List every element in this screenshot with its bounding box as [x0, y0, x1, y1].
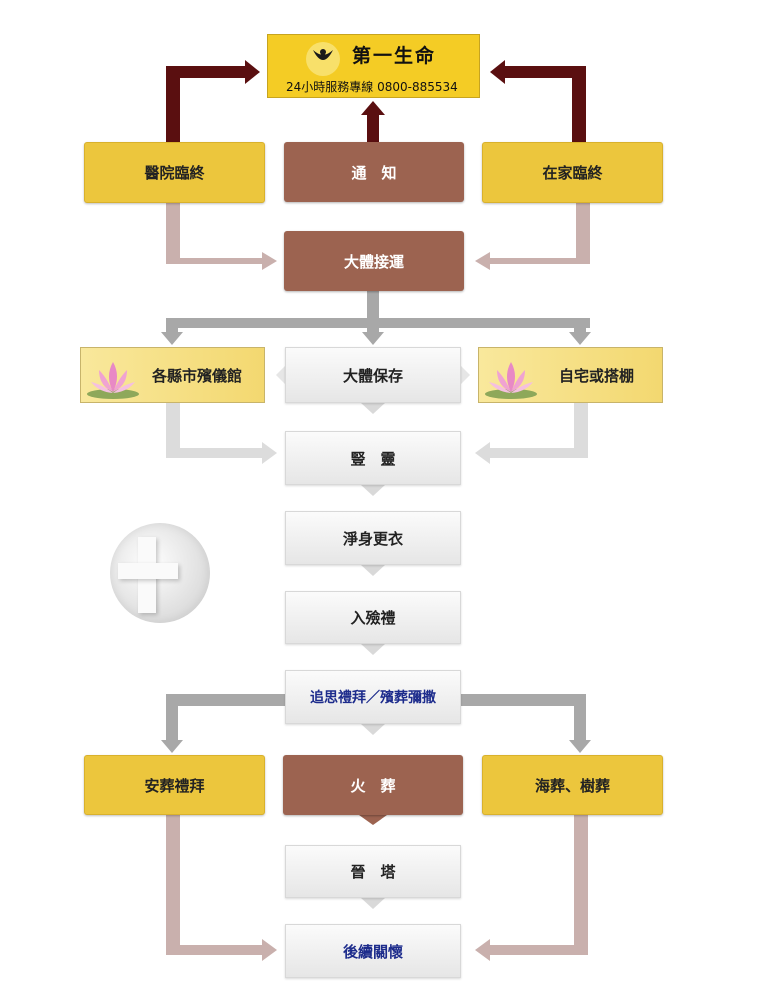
- arrow-to-home-tent: [569, 318, 591, 345]
- node-notify: 通 知: [284, 142, 464, 202]
- node-aftercare: 後續關懷: [285, 924, 461, 978]
- chevron-encoffin: [361, 644, 385, 655]
- arrow-burial-to-aftercare: [166, 815, 277, 961]
- brand-name: 第一生命: [352, 45, 437, 67]
- node-sea-tree: 海葬、樹葬: [482, 755, 663, 815]
- node-home: 在家臨終: [482, 142, 663, 203]
- first-life-logo-icon: [306, 42, 340, 76]
- chevron-spirit: [361, 485, 385, 496]
- chevron-columbarium: [361, 898, 385, 909]
- arrow-memorial-to-burial: [161, 694, 285, 753]
- arrow-hospital-to-transport: [166, 203, 277, 270]
- node-preserve: 大體保存: [285, 347, 461, 403]
- cross-icon: [110, 523, 210, 623]
- arrow-to-funeral-home: [161, 318, 183, 345]
- arrow-home-to-transport: [475, 203, 590, 270]
- arrow-funeral-home-to-spirit: [166, 403, 277, 464]
- lotus-icon: [485, 362, 537, 399]
- node-encoffin: 入殮禮: [285, 591, 461, 644]
- chevron-memorial: [361, 724, 385, 735]
- chevron-preserve-left: [276, 366, 285, 384]
- node-funeral-home-label: 各縣市殯儀館: [151, 366, 242, 385]
- node-home-tent: 自宅或搭棚: [478, 347, 663, 403]
- arrow-notify-to-logo: [361, 101, 385, 142]
- node-memorial: 追思禮拜／殯葬彌撒: [285, 670, 461, 724]
- node-funeral-home: 各縣市殯儀館: [80, 347, 265, 403]
- node-cleanse: 淨身更衣: [285, 511, 461, 565]
- arrow-home-to-logo: [490, 60, 586, 142]
- arrow-home-tent-to-spirit: [475, 403, 588, 464]
- node-home-tent-label: 自宅或搭棚: [558, 366, 634, 385]
- arrow-memorial-to-sea-tree: [461, 694, 591, 753]
- node-cremation: 火 葬: [283, 755, 463, 815]
- arrow-hospital-to-logo: [166, 60, 260, 142]
- node-hospital: 醫院臨終: [84, 142, 265, 203]
- chevron-cremation: [359, 815, 387, 825]
- company-logo-box: 第一生命 24小時服務專線 0800-885534: [267, 34, 480, 98]
- lotus-icon: [87, 362, 139, 399]
- node-transport: 大體接運: [284, 231, 464, 291]
- arrow-sea-tree-to-aftercare: [475, 815, 588, 961]
- arrow-to-preserve: [362, 328, 384, 345]
- arrow-transport-branch: [166, 318, 590, 328]
- chevron-preserve-right: [461, 366, 470, 384]
- chevron-preserve: [361, 403, 385, 414]
- node-burial: 安葬禮拜: [84, 755, 265, 815]
- chevron-cleanse: [361, 565, 385, 576]
- node-columbarium: 晉 塔: [285, 845, 461, 898]
- node-spirit: 豎 靈: [285, 431, 461, 485]
- hotline-text: 24小時服務專線 0800-885534: [286, 80, 458, 94]
